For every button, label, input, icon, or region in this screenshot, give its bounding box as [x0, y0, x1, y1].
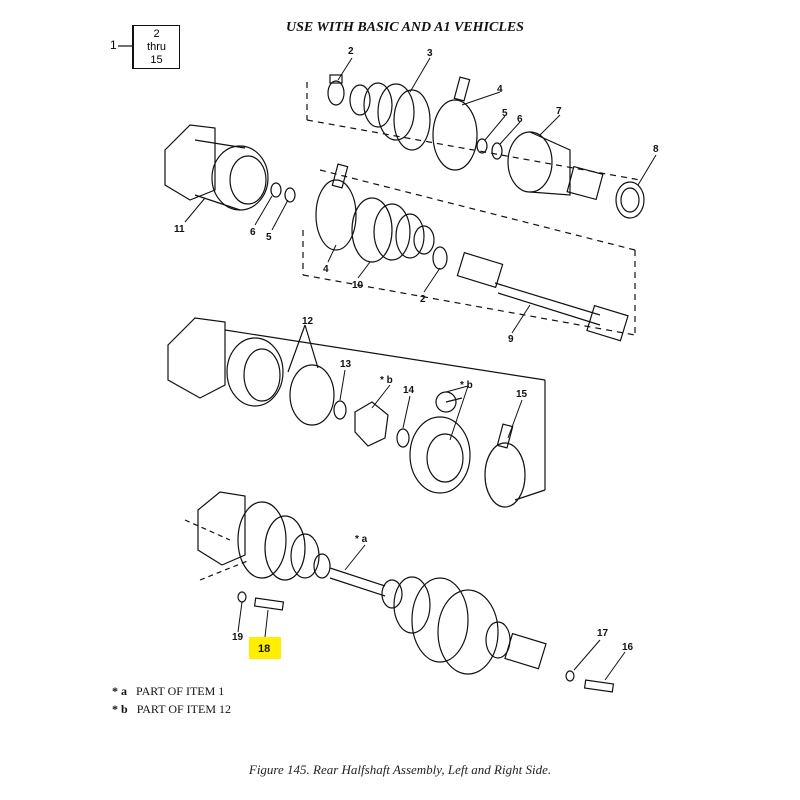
legend-item-a: * a PART OF ITEM 1 [112, 684, 224, 699]
ref-item-number: 1 [110, 38, 117, 52]
callout-6a: 6 [517, 114, 523, 125]
callout-17: 17 [597, 628, 609, 639]
part-4-band-top [432, 76, 478, 171]
callout-leaders [184, 57, 657, 681]
callout-5a: 5 [502, 108, 508, 119]
part-7-outer-joint [507, 131, 604, 201]
callout-18-highlight [249, 637, 281, 659]
part-9-shaft [456, 251, 629, 342]
callout-4a: 4 [497, 84, 503, 95]
callout-2b: 2 [420, 294, 426, 305]
callout-19: 19 [232, 632, 244, 643]
callout-2a: 2 [348, 46, 354, 57]
part-2-clamp-top [327, 74, 345, 106]
part-15-band [484, 423, 526, 508]
figure-caption: Figure 145. Rear Halfshaft Assembly, Lef… [248, 762, 552, 777]
part-4-band-mid [315, 163, 357, 251]
part-8-seal [615, 181, 645, 219]
callout-star-b1: * b [380, 375, 393, 386]
ball-leader [445, 397, 463, 403]
part-12-retaining-ring [287, 324, 335, 426]
callout-7: 7 [556, 106, 562, 117]
part-14-ring [396, 428, 410, 448]
callout-star-a: * a [355, 534, 368, 545]
callout-8: 8 [653, 144, 659, 155]
callout-6b: 6 [250, 227, 256, 238]
assembled-halfshaft [184, 491, 547, 675]
part-6-ring-mid [270, 182, 282, 198]
callout-12: 12 [302, 316, 314, 327]
part-16-bolt [583, 679, 615, 693]
callout-14: 14 [403, 385, 415, 396]
callout-16: 16 [622, 642, 634, 653]
legend-key-b: * b [112, 702, 128, 716]
part-6-ring-top [491, 142, 503, 160]
upper-assembly-frame [302, 82, 641, 336]
callout-18: 18 [258, 643, 270, 655]
callout-11: 11 [174, 224, 185, 235]
part-10-boot [351, 197, 435, 263]
callout-3: 3 [427, 48, 433, 59]
part-17-washer [565, 670, 575, 682]
part-inner-race [354, 401, 389, 447]
legend-text-b: PART OF ITEM 12 [136, 702, 231, 716]
part-11-housing [164, 124, 269, 211]
diagram-title: USE WITH BASIC AND A1 VEHICLES [286, 20, 524, 35]
part-2-clamp-mid [432, 246, 448, 270]
part-cage [409, 416, 471, 494]
ref-range-box: 2 thru 15 [132, 25, 180, 69]
ref-range-bottom: 15 [150, 54, 163, 66]
part-19-washer [237, 591, 247, 603]
callout-star-b2: * b [460, 380, 473, 391]
callout-10: 10 [352, 280, 364, 291]
part-housing-mid [167, 317, 284, 407]
part-13-ring [333, 400, 347, 420]
legend-item-b: * b PART OF ITEM 12 [112, 702, 231, 717]
legend-key-a: * a [112, 684, 127, 698]
ref-range-top: 2 [153, 28, 160, 40]
callout-15: 15 [516, 389, 528, 400]
part-18-bolt [253, 597, 285, 611]
ref-range-mid: thru [147, 41, 166, 53]
part-3-boot-top [349, 82, 431, 151]
callout-9: 9 [508, 334, 514, 345]
legend-text-a: PART OF ITEM 1 [136, 684, 225, 698]
callout-labels: 2 3 4 5 6 7 8 11 6 5 4 10 2 9 12 13 * b … [174, 46, 659, 655]
part-5-ring-top [476, 138, 488, 154]
callout-5b: 5 [266, 232, 272, 243]
callout-13: 13 [340, 359, 352, 370]
part-5-ring-mid [284, 187, 296, 203]
middle-assembly-frame [224, 329, 546, 501]
callout-4b: 4 [323, 264, 329, 275]
